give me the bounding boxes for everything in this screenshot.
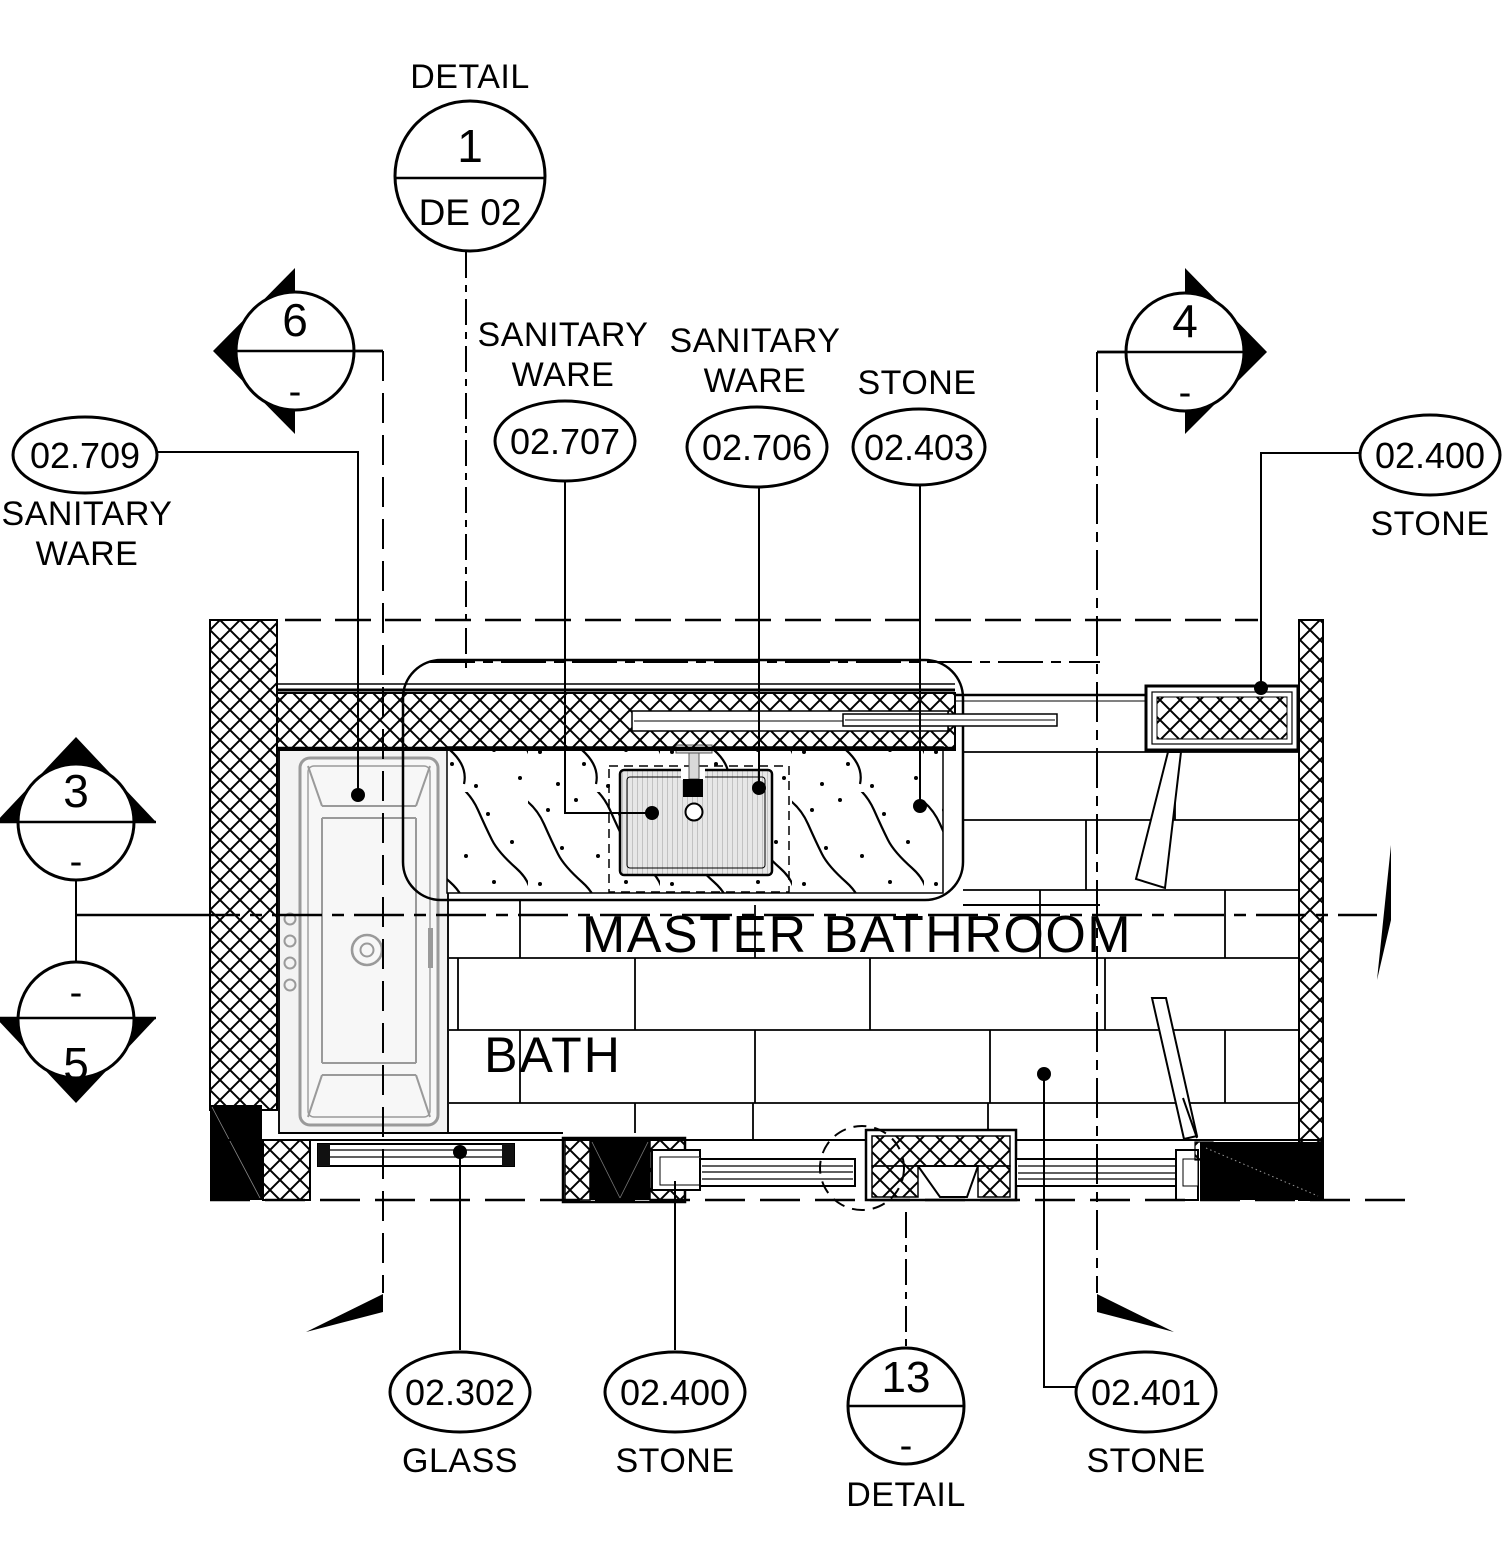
section-number: 3 xyxy=(63,765,89,817)
tag-material: WARE xyxy=(512,356,615,394)
detail-number: 1 xyxy=(457,120,483,172)
room-area-label: BATH xyxy=(484,1027,622,1083)
bathtub-jet xyxy=(283,912,297,926)
window xyxy=(699,1158,856,1187)
section-number: 6 xyxy=(282,294,308,346)
section-flag xyxy=(1097,1294,1174,1332)
tag-material: STONE xyxy=(1370,505,1489,543)
leader-line xyxy=(1043,1074,1076,1388)
left-wall xyxy=(209,619,278,1111)
bathtub-jet xyxy=(283,956,297,970)
tag-code: 02.707 xyxy=(510,421,620,462)
construction-lines xyxy=(75,252,1420,1348)
section-number: 4 xyxy=(1172,295,1198,347)
material-tag-02-706: SANITARY WARE 02.706 xyxy=(670,322,841,489)
detail-label: DETAIL xyxy=(410,58,530,96)
tag-code: 02.706 xyxy=(702,427,812,468)
right-wall xyxy=(1298,619,1324,1201)
leader-dot xyxy=(752,781,766,795)
section-arrow xyxy=(1377,845,1391,980)
top-right-wall-block xyxy=(1144,684,1300,752)
tag-material: SANITARY xyxy=(670,322,841,360)
detail-callout-1: DETAIL 1 DE 02 xyxy=(393,58,547,253)
material-tag-02-401: 02.401 STONE xyxy=(1074,1350,1218,1480)
tag-code: 02.302 xyxy=(405,1372,515,1413)
section-marker-5: - 5 xyxy=(0,960,156,1103)
leader-dot xyxy=(1037,1067,1051,1081)
material-tag-02-302: 02.302 GLASS xyxy=(388,1350,532,1480)
tag-material: STONE xyxy=(615,1442,734,1480)
leader-line xyxy=(564,481,652,814)
glass-partition xyxy=(317,1143,515,1167)
leader-line xyxy=(157,451,359,795)
tag-code: 02.403 xyxy=(864,427,974,468)
leader-dot xyxy=(351,788,365,802)
detail-sheet: DE 02 xyxy=(419,192,522,233)
detail-number: 13 xyxy=(882,1353,931,1402)
bathtub-jet xyxy=(283,978,297,992)
bathtub xyxy=(278,747,449,1134)
material-tag-02-707: SANITARY WARE 02.707 xyxy=(478,316,649,483)
tag-code: 02.400 xyxy=(620,1372,730,1413)
sink-drain xyxy=(684,802,704,822)
sink xyxy=(618,744,774,877)
tag-code: 02.709 xyxy=(30,435,140,476)
leader-dot xyxy=(1254,681,1268,695)
tag-material: GLASS xyxy=(402,1442,518,1480)
material-tag-02-403: STONE 02.403 xyxy=(851,364,987,487)
material-tag-02-709: 02.709 SANITARY WARE xyxy=(2,415,173,573)
section-sheet: - xyxy=(1179,372,1192,414)
detail-sheet: - xyxy=(900,1425,913,1467)
leader-dot xyxy=(453,1145,467,1159)
leader-dot xyxy=(645,806,659,820)
tag-material: STONE xyxy=(857,364,976,402)
tag-code: 02.401 xyxy=(1091,1372,1201,1413)
section-marker-3: 3 - xyxy=(0,737,156,883)
walls xyxy=(209,619,1324,1204)
tag-leaders xyxy=(157,451,1360,1388)
leader-dot xyxy=(913,799,927,813)
section-marker-4: 4 - xyxy=(1097,268,1267,434)
tag-material: SANITARY xyxy=(2,495,173,533)
bottom-right-column xyxy=(1194,1141,1322,1200)
vanity-counter xyxy=(401,658,965,902)
section-flag xyxy=(306,1294,383,1332)
door-jamb xyxy=(916,1165,980,1198)
tag-material: WARE xyxy=(36,535,139,573)
leader-line xyxy=(1260,452,1360,688)
window-pier xyxy=(864,1128,1018,1202)
section-centerline xyxy=(75,845,1391,980)
left-pier xyxy=(262,1139,311,1201)
shower-door-panel-upper xyxy=(1134,751,1183,890)
detail-callout-13: 13 - DETAIL xyxy=(846,1346,966,1514)
section-sheet: - xyxy=(289,371,302,413)
tag-material: SANITARY xyxy=(478,316,649,354)
material-tag-02-400-top: 02.400 STONE xyxy=(1358,413,1502,543)
material-tag-02-400-bottom: 02.400 STONE xyxy=(603,1350,747,1480)
tag-code: 02.400 xyxy=(1375,435,1485,476)
section-sheet: - xyxy=(70,972,83,1014)
section-sheet: - xyxy=(70,841,83,883)
tag-material: WARE xyxy=(704,362,807,400)
section-number: 5 xyxy=(63,1038,89,1090)
detail-13-circle xyxy=(819,1125,905,1211)
detail-label: DETAIL xyxy=(846,1476,966,1514)
tag-material: STONE xyxy=(1086,1442,1205,1480)
room-title: MASTER BATHROOM xyxy=(582,906,1132,964)
section-marker-6: 6 - xyxy=(213,268,383,434)
bathtub-jet xyxy=(283,934,297,948)
